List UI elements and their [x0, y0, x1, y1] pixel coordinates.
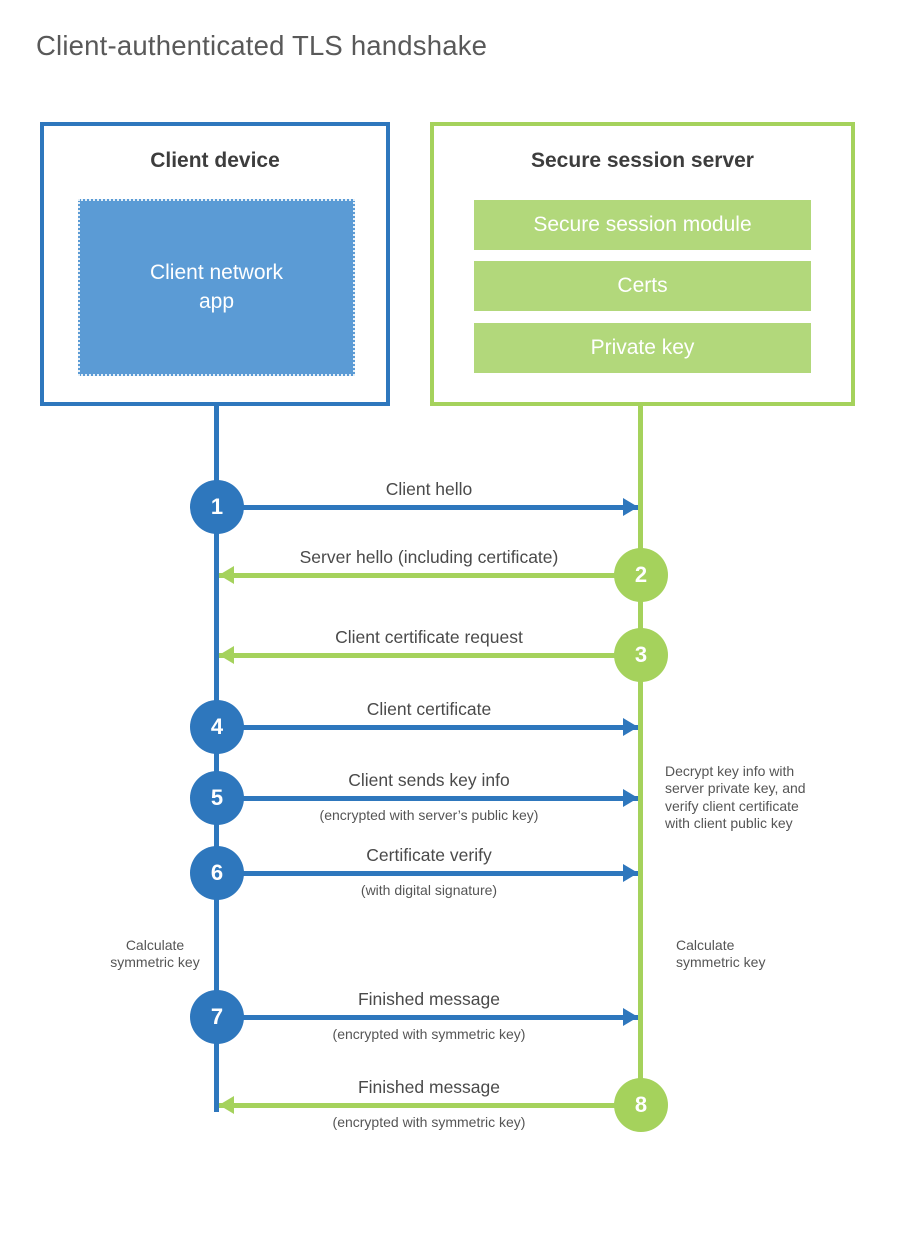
step-8-label: Finished message — [357, 1077, 501, 1097]
client-lifeline — [214, 404, 219, 1112]
step-4-arrowhead — [623, 718, 638, 736]
client-network-app-box: Client network app — [78, 199, 355, 376]
step-1-arrowhead — [623, 498, 638, 516]
step-7-arrowhead — [623, 1008, 638, 1026]
page-title: Client-authenticated TLS handshake — [36, 30, 488, 61]
step-3-label: Client certificate request — [335, 627, 523, 647]
module-certs: Certs — [474, 261, 811, 311]
step-1-label: Client hello — [385, 479, 473, 499]
step-5-label: Client sends key info — [348, 770, 510, 790]
step-8-sublabel: (encrypted with symmetric key) — [332, 1114, 526, 1130]
step-2-message-line — [219, 573, 638, 578]
step-8-number-badge: 8 — [614, 1078, 668, 1132]
annotation-calculate-symmetric-key-server: Calculate symmetric key — [676, 937, 766, 971]
step-6-arrowhead — [623, 864, 638, 882]
step-1-number-badge: 1 — [190, 480, 244, 534]
step-8-arrowhead — [219, 1096, 234, 1114]
step-5-sublabel: (encrypted with server’s public key) — [319, 807, 539, 823]
step-6-number-badge: 6 — [190, 846, 244, 900]
step-2-arrowhead — [219, 566, 234, 584]
annotation-calculate-symmetric-key-client: Calculate symmetric key — [110, 937, 200, 971]
step-4-label: Client certificate — [366, 699, 492, 719]
step-2-label: Server hello (including certificate) — [299, 547, 559, 567]
step-8-message-line — [219, 1103, 638, 1108]
step-5-number-badge: 5 — [190, 771, 244, 825]
module-secure-session-module: Secure session module — [474, 200, 811, 250]
step-4-message-line — [219, 725, 638, 730]
server-lifeline — [638, 404, 643, 1105]
step-1-message-line — [219, 505, 638, 510]
step-7-message-line — [219, 1015, 638, 1020]
module-private-key: Private key — [474, 323, 811, 373]
step-7-sublabel: (encrypted with symmetric key) — [332, 1026, 526, 1042]
step-7-label: Finished message — [357, 989, 501, 1009]
client-network-app-label: Client network app — [149, 261, 284, 313]
step-3-number-badge: 3 — [614, 628, 668, 682]
step-6-sublabel: (with digital signature) — [360, 882, 498, 898]
step-4-number-badge: 4 — [190, 700, 244, 754]
step-2-number-badge: 2 — [614, 548, 668, 602]
secure-session-server-title: Secure session server — [531, 149, 754, 172]
client-device-title: Client device — [150, 149, 280, 172]
step-5-arrowhead — [623, 789, 638, 807]
step-6-label: Certificate verify — [366, 845, 492, 865]
step-7-number-badge: 7 — [190, 990, 244, 1044]
step-5-message-line — [219, 796, 638, 801]
annotation-decrypt-key-info: Decrypt key info with server private key… — [665, 763, 806, 832]
step-3-arrowhead — [219, 646, 234, 664]
step-3-message-line — [219, 653, 638, 658]
step-6-message-line — [219, 871, 638, 876]
